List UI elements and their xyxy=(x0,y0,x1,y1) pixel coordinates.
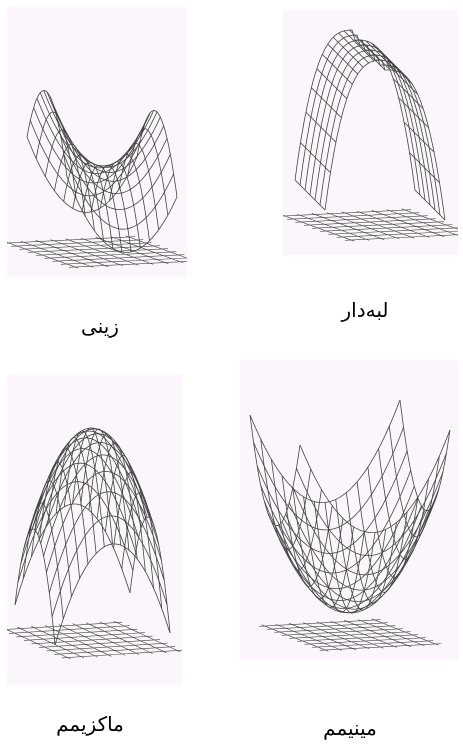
minimum-surface-mesh-icon xyxy=(240,360,458,660)
ridge-surface-label: لبه‌دار xyxy=(320,298,410,322)
saddle-surface-figure xyxy=(7,7,187,277)
saddle-surface-label: زینی xyxy=(60,314,140,338)
minimum-surface-figure xyxy=(240,360,458,660)
ridge-surface-mesh-icon xyxy=(283,10,458,255)
ridge-surface-figure xyxy=(283,10,458,255)
saddle-surface-mesh-icon xyxy=(7,7,187,277)
maximum-surface-label: ماکزیمم xyxy=(40,712,140,736)
minimum-surface-label: مینیمم xyxy=(300,716,400,740)
maximum-surface-figure xyxy=(7,375,182,685)
maximum-surface-mesh-icon xyxy=(7,375,182,685)
